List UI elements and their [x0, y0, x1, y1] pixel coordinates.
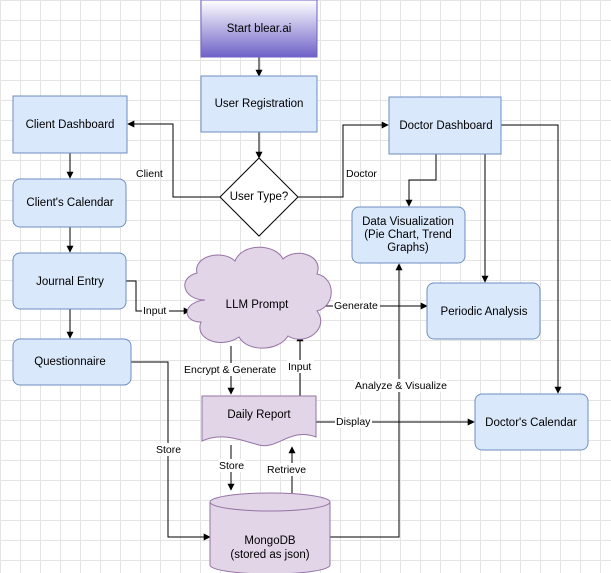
periodic-analysis-node[interactable]: Periodic Analysis: [426, 282, 541, 340]
edge-doctor-dashboard-to-dataviz: [405, 154, 437, 207]
data-visualization-line-3: Graphs): [387, 242, 429, 254]
doctor-dashboard-node[interactable]: Doctor Dashboard: [388, 96, 502, 155]
client-dashboard-label: Client Dashboard: [26, 119, 115, 131]
mongodb-node[interactable]: MongoDB (stored as json): [209, 492, 331, 573]
edge-label-analyze-visualize: Analyze & Visualize: [355, 380, 447, 392]
clients-calendar-label: Client's Calendar: [26, 197, 113, 209]
edge-label-client: Client: [136, 168, 163, 180]
periodic-analysis-label: Periodic Analysis: [441, 306, 528, 318]
doctor-dashboard-label: Doctor Dashboard: [399, 120, 492, 132]
journal-entry-label: Journal Entry: [36, 276, 104, 288]
mongodb-line-1: MongoDB: [244, 535, 295, 547]
start-node[interactable]: Start blear.ai: [200, 0, 318, 58]
edge-label-doctor: Doctor: [346, 168, 377, 180]
questionnaire-node[interactable]: Questionnaire: [12, 338, 132, 386]
daily-report-node[interactable]: Daily Report: [201, 395, 317, 447]
clients-calendar-node[interactable]: Client's Calendar: [12, 178, 127, 228]
user-registration-label: User Registration: [215, 98, 304, 110]
edge-label-store-report: Store: [219, 460, 244, 472]
data-visualization-line-1: Data Visualization: [362, 216, 454, 228]
user-type-label: User Type?: [230, 191, 289, 203]
edge-label-encrypt-generate: Encrypt & Generate: [184, 364, 276, 376]
edge-usertype-to-doctor-dashboard: [297, 121, 389, 198]
edge-mongodb-to-dataviz: [330, 263, 403, 538]
data-visualization-line-2: (Pie Chart, Trend: [364, 229, 452, 241]
edge-label-input-report: Input: [288, 361, 311, 373]
user-registration-node[interactable]: User Registration: [200, 75, 318, 133]
start-node-label: Start blear.ai: [227, 23, 292, 35]
llm-prompt-node[interactable]: LLM Prompt: [184, 246, 332, 349]
journal-entry-node[interactable]: Journal Entry: [12, 252, 127, 310]
mongodb-line-2: (stored as json): [230, 549, 309, 561]
edge-label-store-questionnaire: Store: [156, 444, 181, 456]
doctors-calendar-label: Doctor's Calendar: [485, 417, 577, 429]
client-dashboard-node[interactable]: Client Dashboard: [12, 95, 128, 154]
user-type-decision[interactable]: User Type?: [219, 157, 299, 237]
edge-label-generate: Generate: [334, 300, 378, 312]
data-visualization-node[interactable]: Data Visualization (Pie Chart, Trend Gra…: [351, 206, 466, 264]
edge-label-retrieve: Retrieve: [267, 464, 306, 476]
daily-report-label: Daily Report: [227, 409, 291, 421]
llm-prompt-label: LLM Prompt: [226, 299, 289, 311]
edge-doctor-dashboard-to-doctor-calendar: [501, 124, 562, 394]
edge-labels: Client Doctor Input Generate Encrypt & G…: [136, 168, 447, 476]
edge-label-input-journal: Input: [143, 305, 166, 317]
edge-usertype-to-client-dashboard: [127, 120, 220, 198]
edge-label-display: Display: [336, 416, 371, 428]
questionnaire-label: Questionnaire: [34, 356, 106, 368]
doctors-calendar-node[interactable]: Doctor's Calendar: [474, 393, 589, 451]
